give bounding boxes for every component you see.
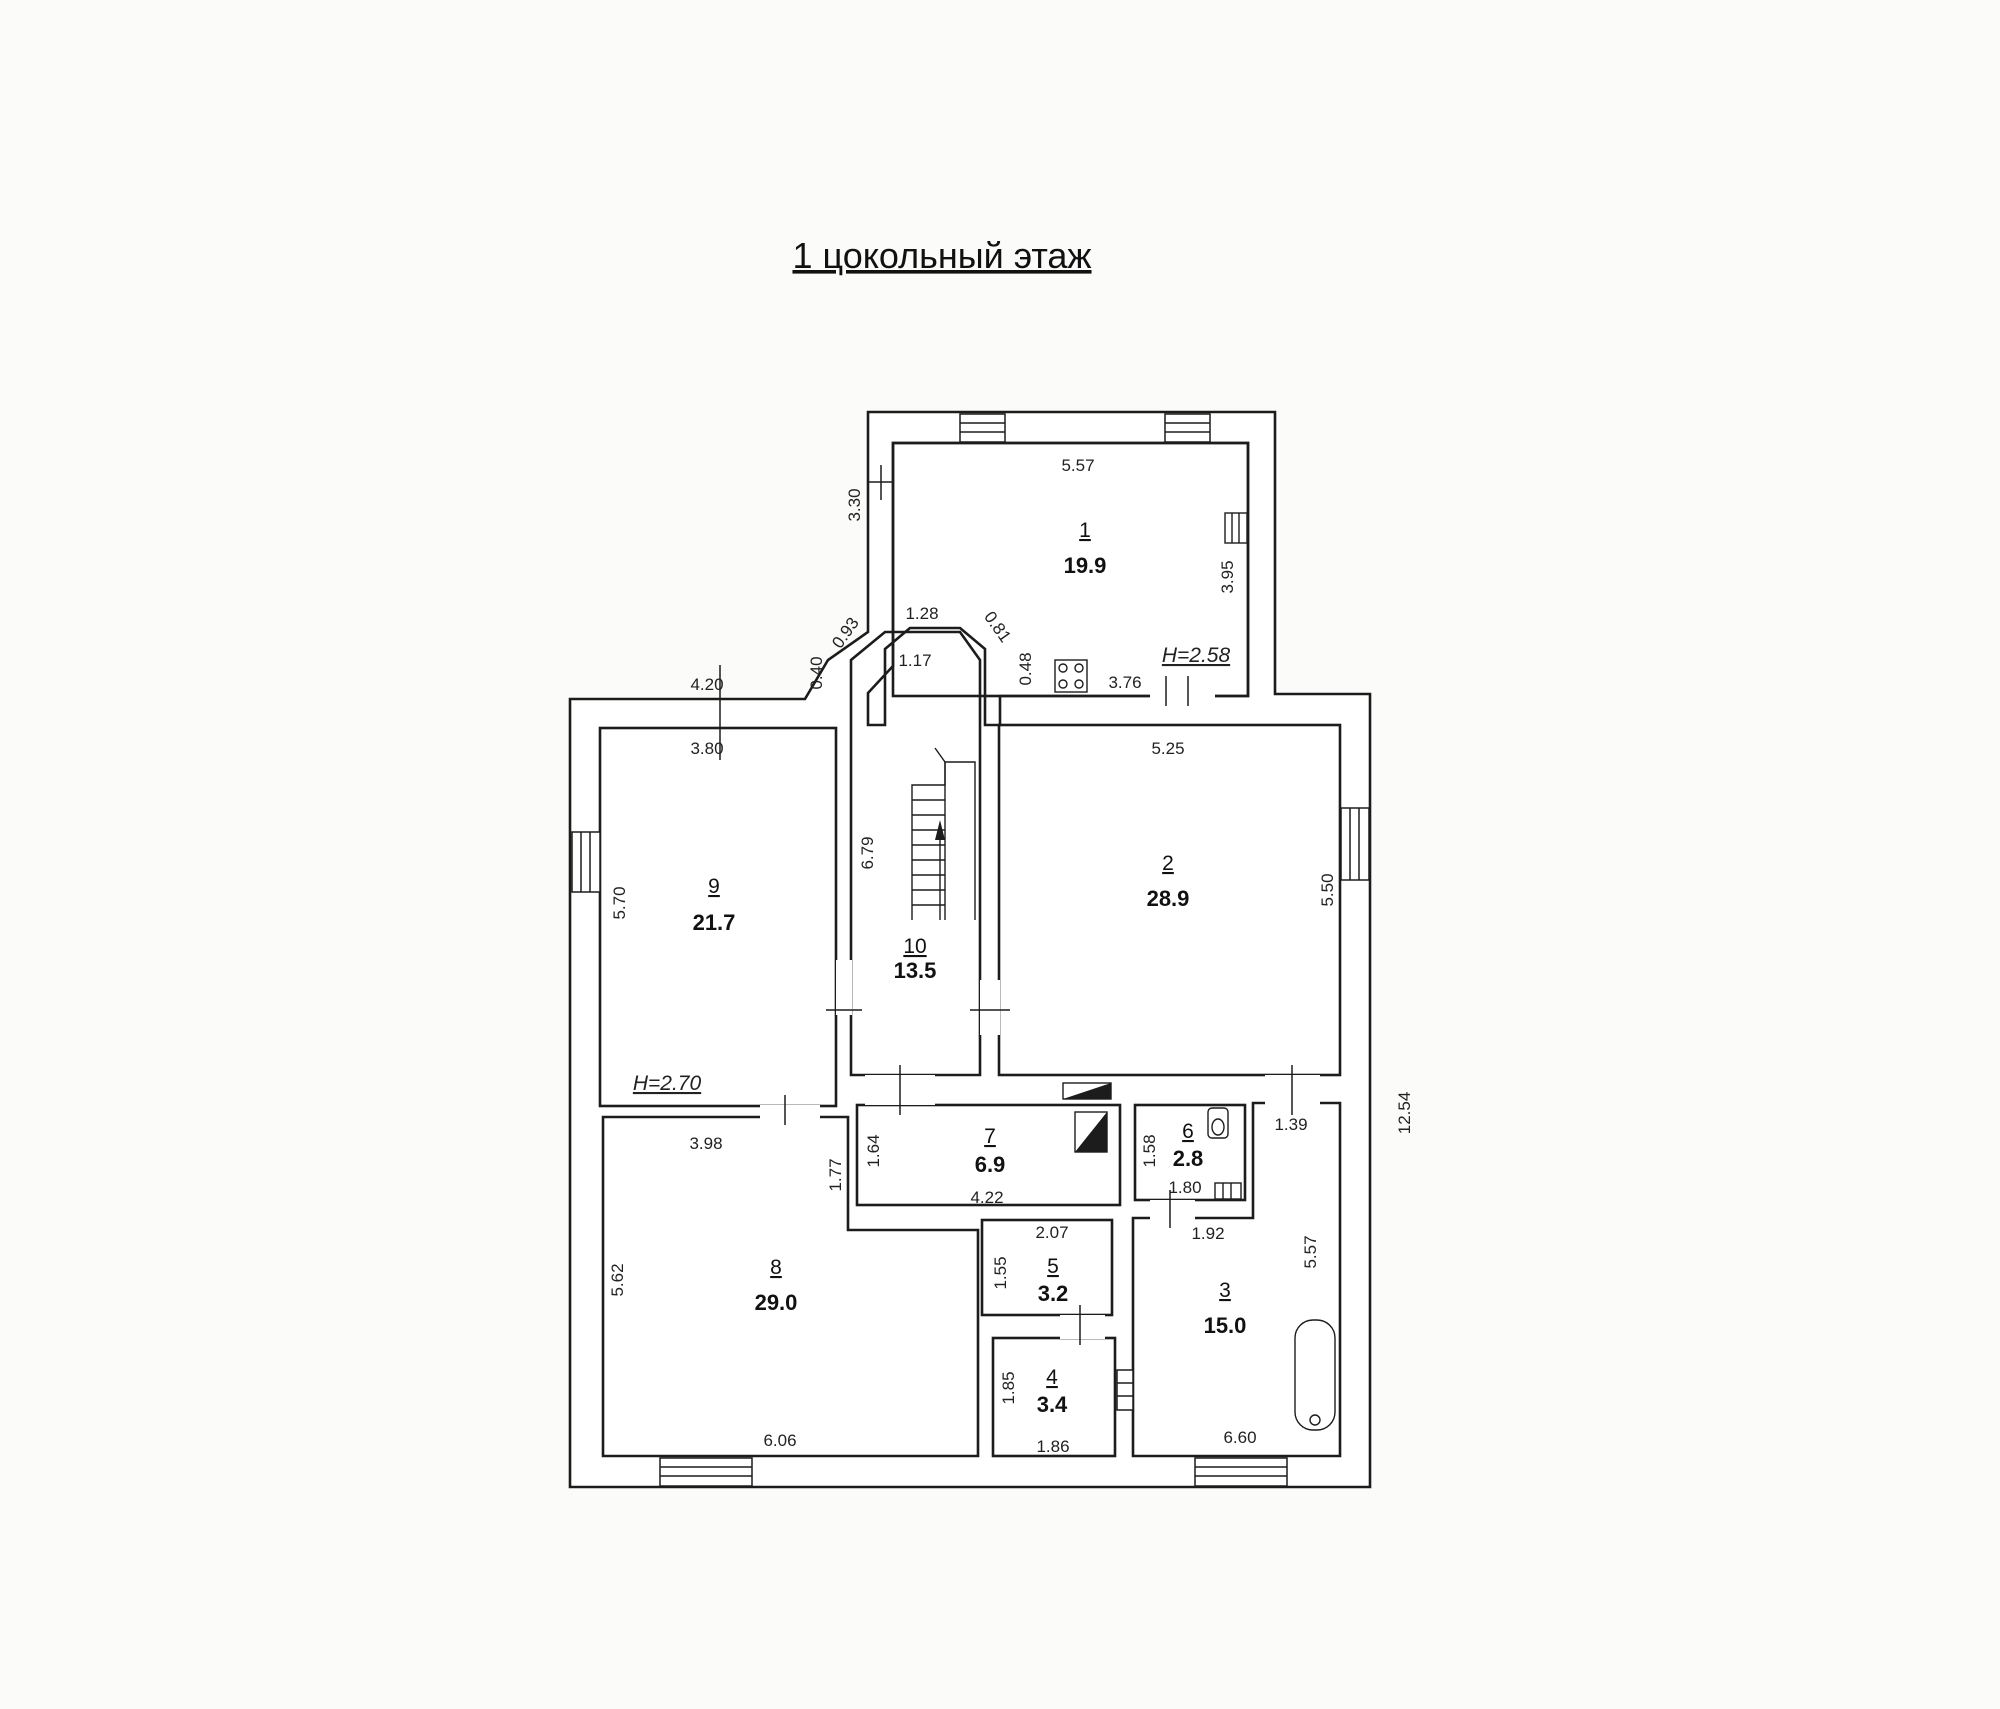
dim-r1-bottom: 3.76 xyxy=(1108,673,1141,692)
stove-icon xyxy=(1054,659,1088,693)
dim-r1-right: 3.95 xyxy=(1218,560,1237,593)
room-3-area: 15.0 xyxy=(1204,1313,1247,1338)
dim-r3-top: 1.92 xyxy=(1191,1224,1224,1243)
room-5-number: 5 xyxy=(1047,1255,1059,1278)
dim-r8-top: 3.98 xyxy=(689,1134,722,1153)
room-10 xyxy=(849,630,982,1077)
dim-r2-right: 5.50 xyxy=(1318,873,1337,906)
room-2-number: 2 xyxy=(1162,852,1174,875)
dimension-labels: 5.57 3.30 3.95 1.28 1.17 0.93 0.40 0.81 … xyxy=(608,456,1414,1456)
room-9-number: 9 xyxy=(708,875,720,898)
room-4-number: 4 xyxy=(1046,1366,1058,1389)
room-10-number: 10 xyxy=(903,935,926,958)
dim-r5-left: 1.55 xyxy=(991,1256,1010,1289)
dim-r7-bottom: 4.22 xyxy=(970,1188,1003,1207)
window xyxy=(659,1457,753,1487)
sink-icon xyxy=(1214,1182,1242,1200)
dim-r8-right: 1.77 xyxy=(826,1158,845,1191)
room-7 xyxy=(855,1103,1122,1207)
stair-icon xyxy=(911,747,976,920)
room-2 xyxy=(997,723,1342,1077)
radiator-icon xyxy=(1224,512,1248,544)
room-2-area: 28.9 xyxy=(1147,886,1190,911)
room-4 xyxy=(991,1336,1117,1458)
room-5 xyxy=(980,1218,1114,1317)
dim-r8-left: 5.62 xyxy=(608,1263,627,1296)
dim-r5-top: 2.07 xyxy=(1035,1223,1068,1242)
room-labels: 1 19.9 2 28.9 3 15.0 4 3.4 5 3.2 6 2.8 7… xyxy=(693,519,1247,1417)
windows xyxy=(571,413,1370,1487)
dim-chamfer-left-small: 0.40 xyxy=(807,656,826,689)
dim-r1-left: 3.30 xyxy=(845,488,864,521)
dim-r4-bottom: 1.86 xyxy=(1036,1437,1069,1456)
room-7-number: 7 xyxy=(984,1125,996,1148)
window xyxy=(1194,1457,1288,1487)
boiler-icon xyxy=(1062,1082,1112,1153)
dim-r9-left: 5.70 xyxy=(610,886,629,919)
dim-r9-top-in: 3.80 xyxy=(690,739,723,758)
doors xyxy=(719,465,1320,1345)
room-10-area: 13.5 xyxy=(894,958,937,983)
room-7-area: 6.9 xyxy=(975,1152,1006,1177)
dim-hall-top-in: 1.17 xyxy=(898,651,931,670)
dim-r6-right: 1.39 xyxy=(1274,1115,1307,1134)
room-9 xyxy=(598,726,838,1108)
window xyxy=(571,831,601,893)
room-1-number: 1 xyxy=(1079,519,1091,542)
window xyxy=(959,413,1006,443)
dim-r4-left: 1.85 xyxy=(999,1371,1018,1404)
window xyxy=(1116,1369,1134,1411)
room-1 xyxy=(891,441,1250,698)
outer-wall-outline xyxy=(568,410,1372,1489)
bathtub-icon xyxy=(1294,1319,1336,1431)
dim-hall-top-out: 1.28 xyxy=(905,604,938,623)
dim-r1-top: 5.57 xyxy=(1061,456,1094,475)
room-5-area: 3.2 xyxy=(1038,1281,1069,1306)
height-label-top: H=2.58 xyxy=(1162,644,1231,667)
dim-chamfer-right-small: 0.48 xyxy=(1016,652,1035,685)
dim-r3-right: 5.57 xyxy=(1301,1235,1320,1268)
dim-r7-left: 1.64 xyxy=(864,1134,883,1167)
dim-r3-bottom: 6.60 xyxy=(1223,1428,1256,1447)
room-4-area: 3.4 xyxy=(1037,1392,1068,1417)
dim-overall-height: 12.54 xyxy=(1395,1092,1414,1135)
room-8-area: 29.0 xyxy=(755,1290,798,1315)
room-3-number: 3 xyxy=(1219,1279,1231,1302)
height-label-left: H=2.70 xyxy=(633,1072,702,1095)
dim-r9-top-out: 4.20 xyxy=(690,675,723,694)
dim-r10-height: 6.79 xyxy=(858,836,877,869)
window xyxy=(1340,807,1370,881)
window xyxy=(1164,413,1211,443)
toilet-icon xyxy=(1207,1107,1229,1139)
room-8 xyxy=(601,1115,980,1458)
dim-r6-left: 1.58 xyxy=(1140,1134,1159,1167)
room-8-number: 8 xyxy=(770,1256,782,1279)
dim-r8-bottom: 6.06 xyxy=(763,1431,796,1450)
room-6-area: 2.8 xyxy=(1173,1146,1204,1171)
room-3 xyxy=(1131,1101,1342,1458)
room-9-area: 21.7 xyxy=(693,910,736,935)
dim-r2-top: 5.25 xyxy=(1151,739,1184,758)
plan-title: 1 цокольный этаж xyxy=(792,235,1091,276)
dim-r6-bottom: 1.80 xyxy=(1168,1178,1201,1197)
room-6-number: 6 xyxy=(1182,1120,1194,1143)
room-1-area: 19.9 xyxy=(1064,553,1107,578)
